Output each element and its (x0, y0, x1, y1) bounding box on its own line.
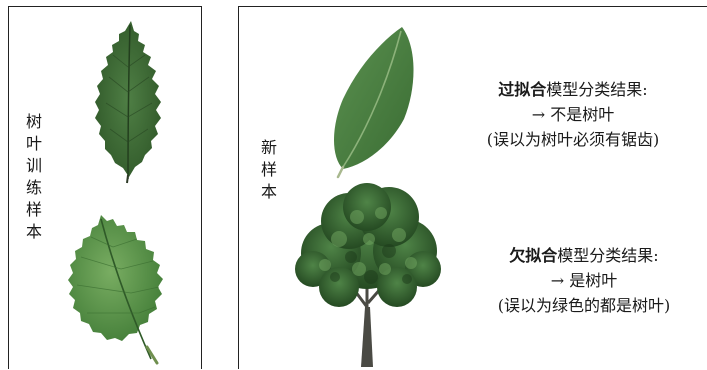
overfitting-heading-rest: 模型分类结果: (546, 80, 648, 99)
underfitting-heading-rest: 模型分类结果: (557, 246, 659, 265)
overfitting-verdict: → 不是树叶 (531, 105, 615, 124)
underfitting-heading: 欠拟合模型分类结果: (447, 243, 707, 268)
label-char: 新 (261, 138, 279, 157)
training-samples-panel: 树 叶 训 练 样 本 (8, 6, 202, 369)
overfitting-heading: 过拟合模型分类结果: (436, 77, 707, 102)
label-char: 练 (26, 178, 44, 197)
underfitting-reason: (误以为绿色的都是树叶) (497, 296, 671, 315)
label-char: 叶 (26, 134, 44, 153)
broad-serrated-leaf-image (68, 215, 163, 365)
label-char: 样 (261, 160, 279, 179)
overfitting-result: 过拟合模型分类结果: → 不是树叶 (误以为树叶必须有锯齿) (436, 77, 707, 152)
serrated-leaf-image (95, 21, 161, 184)
new-samples-panel: 新 样 本 (238, 6, 707, 369)
new-samples-label: 新 样 本 (261, 137, 281, 203)
tree-image (295, 183, 441, 367)
label-char: 树 (26, 112, 44, 131)
smooth-leaf-image (334, 27, 414, 179)
overfitting-reason: (误以为树叶必须有锯齿) (486, 130, 660, 149)
underfitting-verdict: → 是树叶 (550, 271, 618, 290)
underfitting-term: 欠拟合 (509, 246, 558, 265)
label-char: 本 (261, 182, 279, 201)
label-char: 本 (26, 222, 44, 241)
training-samples-label: 树 叶 训 练 样 本 (26, 111, 46, 243)
label-char: 训 (26, 156, 44, 175)
label-char: 样 (26, 200, 44, 219)
underfitting-result: 欠拟合模型分类结果: → 是树叶 (误以为绿色的都是树叶) (447, 243, 707, 318)
overfitting-term: 过拟合 (498, 80, 547, 99)
